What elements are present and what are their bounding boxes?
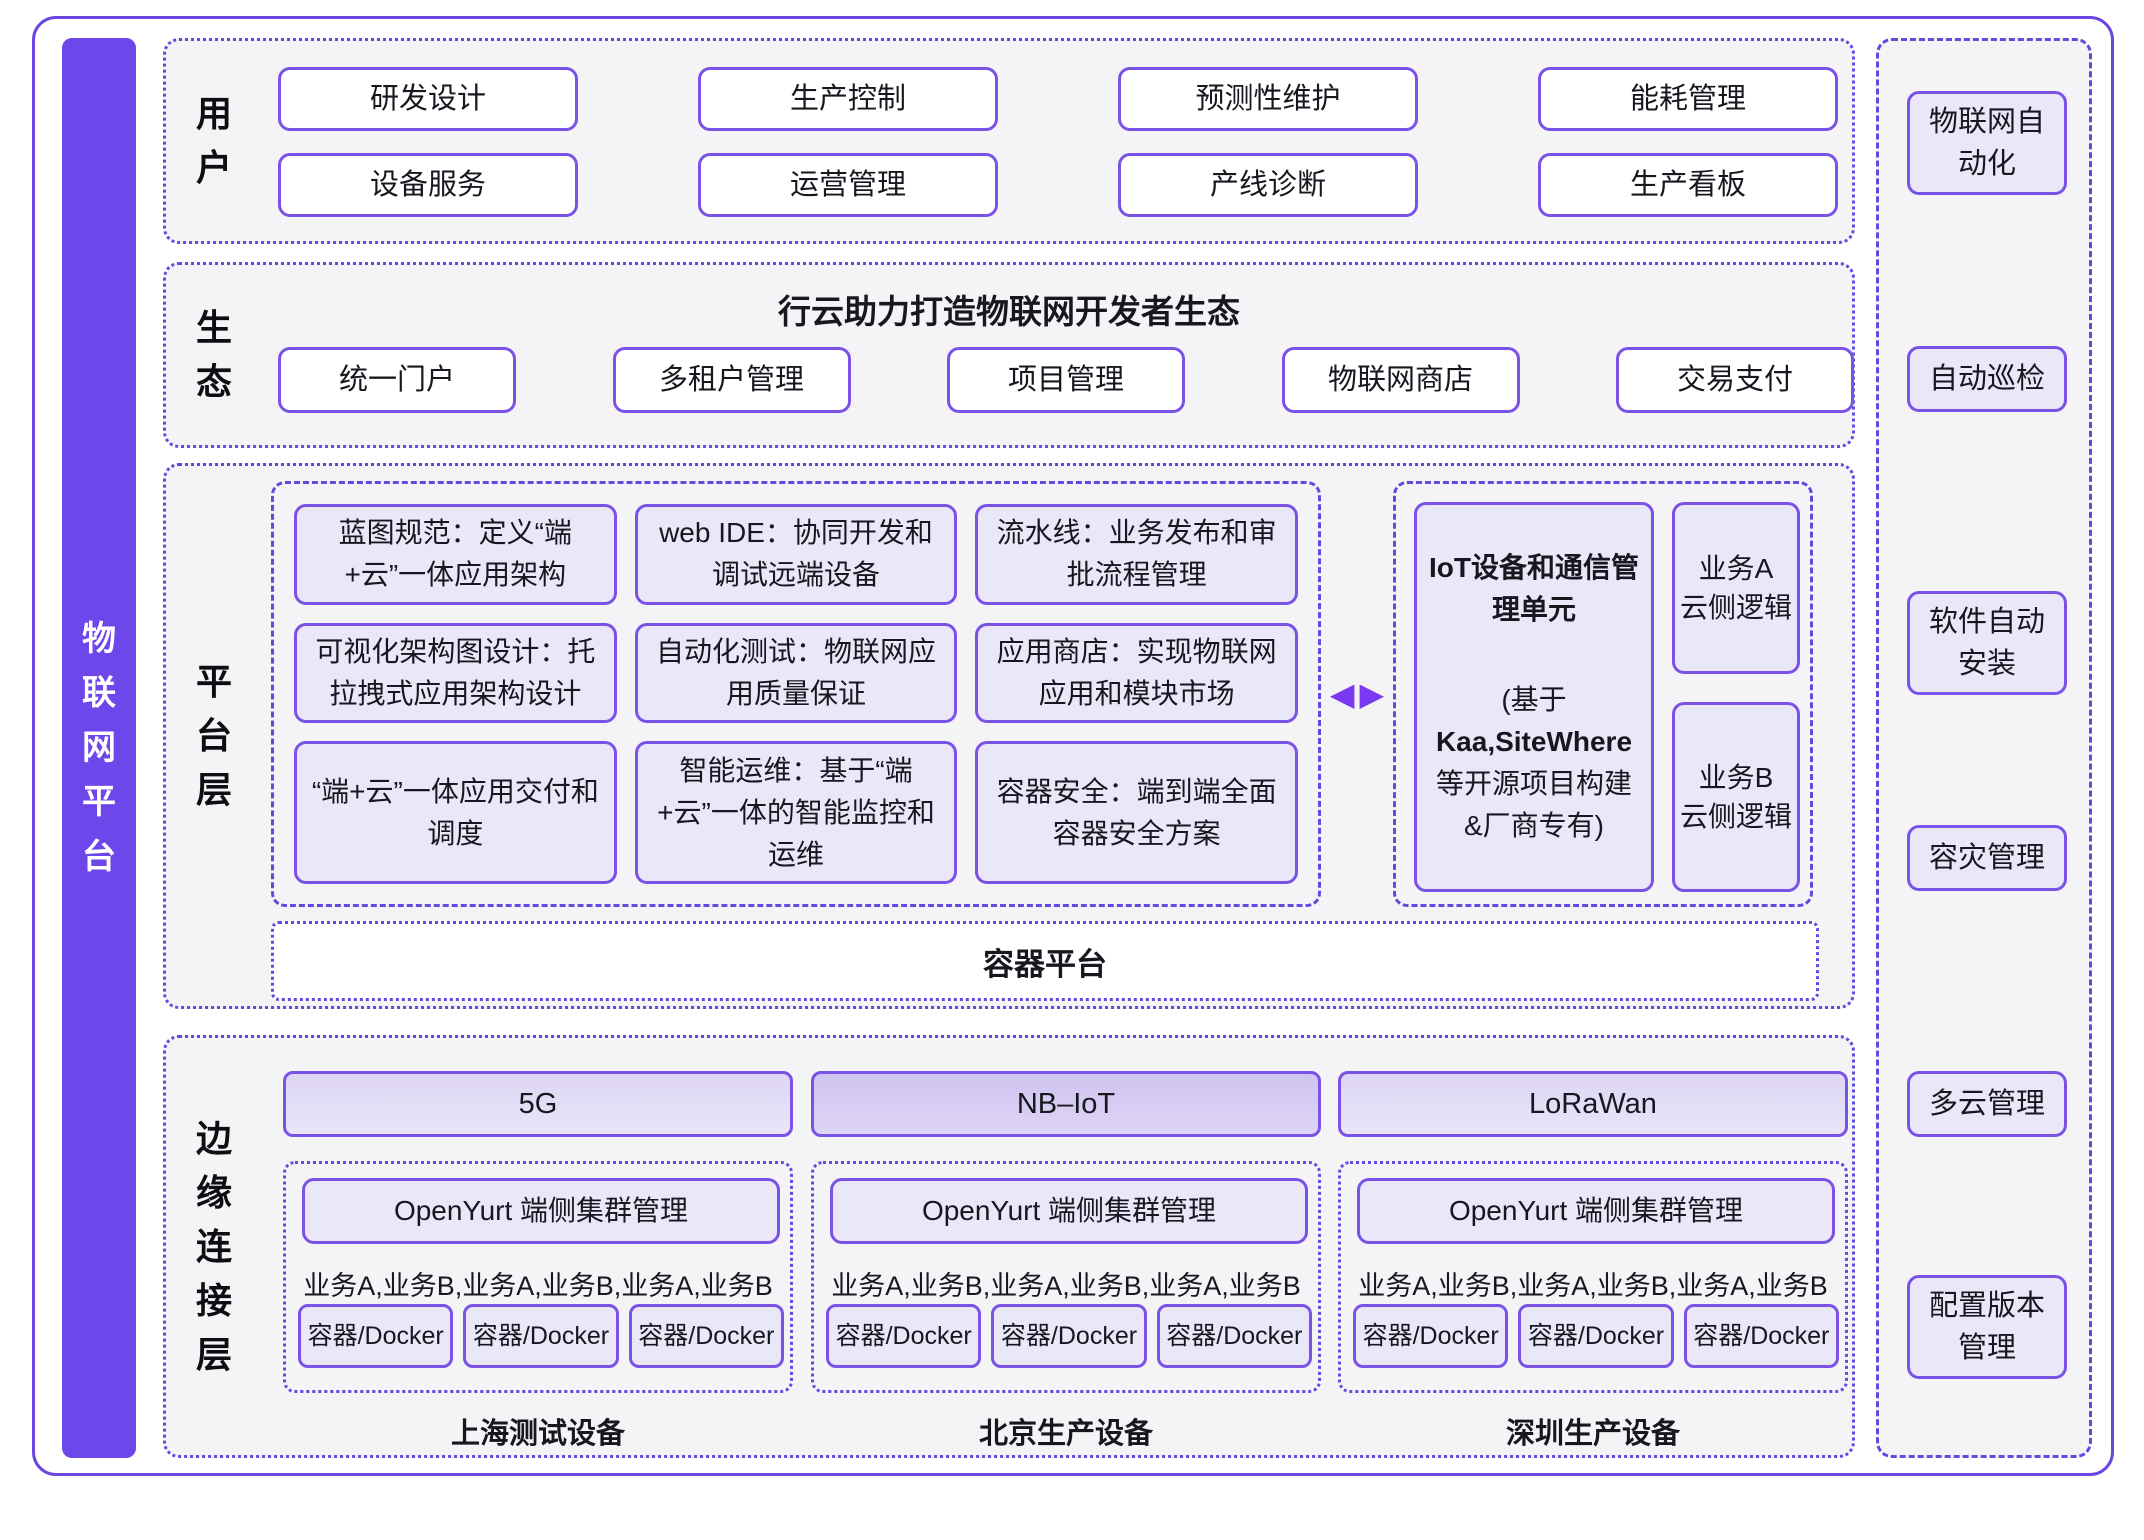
outer-frame [32, 16, 2114, 1476]
iot-unit-title: IoT设备和通信管理单元 [1429, 552, 1639, 625]
sidebar-item-auto-inspection: 自动巡检 [1907, 346, 2067, 412]
docker-box: 容器/Docker [1353, 1304, 1509, 1368]
docker-box: 容器/Docker [826, 1304, 982, 1368]
edge-column-nbiot: NB–IoT OpenYurt 端侧集群管理 业务A,业务B,业务A,业务B,业… [811, 1038, 1321, 1455]
pf-box-blueprint: 蓝图规范：定义“端+云”一体应用架构 [294, 504, 617, 605]
network-5g-box: 5G [283, 1071, 793, 1137]
eco-box-iot-store: 物联网商店 [1281, 347, 1520, 413]
network-lorawan-box: LoRaWan [1338, 1071, 1848, 1137]
device-label-shanghai: 上海测试设备 [450, 1418, 625, 1450]
platform-title-bar: 物联网平台 [62, 38, 136, 1458]
docker-box: 容器/Docker [1156, 1304, 1312, 1368]
user-boxes-grid: 研发设计 生产控制 预测性维护 能耗管理 设备服务 运营管理 产线诊断 生产看板 [278, 67, 1838, 217]
platform-layer-label-wrap: 平台层 [190, 466, 238, 1006]
user-section-label: 用户 [195, 93, 232, 188]
pf-box-delivery-scheduling: “端+云”一体应用交付和调度 [294, 741, 617, 884]
eco-box-unified-portal: 统一门户 [278, 347, 516, 413]
automation-sidebar: 物联网自动化 自动巡检 软件自动安装 容灾管理 多云管理 配置版本管理 [1876, 38, 2092, 1458]
user-box-device-service: 设备服务 [278, 153, 578, 217]
edge-section-label: 边缘连接层 [195, 1117, 232, 1375]
service-b-cloud-logic-box: 业务B 云侧逻辑 [1672, 702, 1800, 892]
sidebar-item-disaster-recovery: 容灾管理 [1907, 825, 2067, 891]
service-a-cloud-logic-box: 业务A 云侧逻辑 [1672, 502, 1800, 674]
ecosystem-section-label: 生态 [195, 307, 232, 402]
services-list: 业务A,业务B,业务A,业务B,业务A,业务B [1358, 1271, 1828, 1301]
pf-box-intelligent-ops: 智能运维：基于“端+云”一体的智能监控和运维 [634, 741, 958, 884]
platform-title-label: 物联网平台 [82, 620, 116, 876]
sidebar-item-config-version: 配置版本管理 [1907, 1275, 2067, 1379]
user-box-energy-management: 能耗管理 [1538, 67, 1838, 131]
sidebar-item-multi-cloud: 多云管理 [1907, 1071, 2067, 1137]
edge-column-5g: 5G OpenYurt 端侧集群管理 业务A,业务B,业务A,业务B,业务A,业… [283, 1038, 793, 1455]
ecosystem-title: 行云助力打造物联网开发者生态 [778, 293, 1240, 330]
platform-layer-label: 平台层 [195, 661, 232, 810]
docker-box: 容器/Docker [628, 1304, 784, 1368]
device-label-shenzhen: 深圳生产设备 [1505, 1418, 1680, 1450]
ecosystem-boxes-grid: 统一门户 多租户管理 项目管理 物联网商店 交易支付 [278, 347, 1854, 413]
docker-box: 容器/Docker [463, 1304, 619, 1368]
edge-section-label-wrap: 边缘连接层 [190, 1038, 238, 1455]
iot-management-group: IoT设备和通信管理单元 (基于 Kaa,SiteWhere 等开源项目构建 &… [1393, 481, 1813, 907]
edge-column-lorawan: LoRaWan OpenYurt 端侧集群管理 业务A,业务B,业务A,业务B,… [1338, 1038, 1848, 1455]
user-box-production-control: 生产控制 [698, 67, 998, 131]
pf-box-auto-test: 自动化测试：物联网应用质量保证 [634, 622, 958, 724]
iot-unit-note-line3: 等开源项目构建 [1435, 768, 1632, 799]
user-box-production-dashboard: 生产看板 [1538, 153, 1838, 217]
arrow-left-icon: ◀ [1329, 676, 1355, 712]
iot-unit-note-line4: &厂商专有) [1463, 810, 1604, 841]
openyurt-cluster-box: OpenYurt 端侧集群管理 [830, 1178, 1308, 1244]
sidebar-item-iot-automation: 物联网自动化 [1907, 91, 2067, 195]
pf-box-web-ide: web IDE：协同开发和调试远端设备 [634, 504, 958, 605]
docker-box: 容器/Docker [991, 1304, 1147, 1368]
bidirectional-arrows: ◀ ▶ [1321, 481, 1393, 907]
pf-box-app-store: 应用商店：实现物联网应用和模块市场 [975, 622, 1298, 724]
network-nbiot-box: NB–IoT [811, 1071, 1321, 1137]
pf-box-visual-architecture: 可视化架构图设计：托拉拽式应用架构设计 [294, 622, 617, 724]
docker-row: 容器/Docker 容器/Docker 容器/Docker [826, 1304, 1312, 1368]
docker-row: 容器/Docker 容器/Docker 容器/Docker [298, 1304, 784, 1368]
docker-box: 容器/Docker [1683, 1304, 1839, 1368]
iot-unit-note-line2: Kaa,SiteWhere [1435, 726, 1633, 757]
edge-cluster-group: OpenYurt 端侧集群管理 业务A,业务B,业务A,业务B,业务A,业务B … [811, 1161, 1321, 1393]
platform-layer-section: 平台层 蓝图规范：定义“端+云”一体应用架构 web IDE：协同开发和调试远端… [163, 463, 1855, 1009]
edge-cluster-group: OpenYurt 端侧集群管理 业务A,业务B,业务A,业务B,业务A,业务B … [283, 1161, 793, 1393]
user-box-line-diagnosis: 产线诊断 [1118, 153, 1418, 217]
openyurt-cluster-box: OpenYurt 端侧集群管理 [302, 1178, 780, 1244]
services-list: 业务A,业务B,业务A,业务B,业务A,业务B [303, 1271, 773, 1301]
ecosystem-section-label-wrap: 生态 [190, 265, 238, 445]
platform-capability-grid: 蓝图规范：定义“端+云”一体应用架构 web IDE：协同开发和调试远端设备 流… [271, 481, 1321, 907]
docker-box: 容器/Docker [298, 1304, 454, 1368]
user-box-rd-design: 研发设计 [278, 67, 578, 131]
services-list: 业务A,业务B,业务A,业务B,业务A,业务B [831, 1271, 1301, 1301]
user-section-label-wrap: 用户 [190, 41, 238, 241]
arrow-right-icon: ▶ [1359, 676, 1385, 712]
device-label-beijing: 北京生产设备 [978, 1418, 1153, 1450]
ecosystem-section: 生态 行云助力打造物联网开发者生态 统一门户 多租户管理 项目管理 物联网商店 … [163, 262, 1855, 448]
eco-box-trade-payment: 交易支付 [1616, 347, 1854, 413]
iot-unit-note-line1: (基于 [1501, 684, 1567, 715]
iot-unit-note: (基于 Kaa,SiteWhere 等开源项目构建 &厂商专有) [1436, 679, 1632, 847]
docker-row: 容器/Docker 容器/Docker 容器/Docker [1353, 1304, 1839, 1368]
user-box-operation-management: 运营管理 [698, 153, 998, 217]
edge-connection-section: 边缘连接层 5G OpenYurt 端侧集群管理 业务A,业务B,业务A,业务B… [163, 1035, 1855, 1458]
pf-box-container-security: 容器安全：端到端全面容器安全方案 [975, 741, 1298, 884]
eco-box-project-management: 项目管理 [947, 347, 1185, 413]
user-section: 用户 研发设计 生产控制 预测性维护 能耗管理 设备服务 运营管理 产线诊断 生… [163, 38, 1855, 244]
user-box-predictive-maintenance: 预测性维护 [1118, 67, 1418, 131]
container-platform-box: 容器平台 [271, 921, 1819, 1001]
iot-device-comm-unit-box: IoT设备和通信管理单元 (基于 Kaa,SiteWhere 等开源项目构建 &… [1414, 502, 1654, 892]
pf-box-pipeline: 流水线：业务发布和审批流程管理 [975, 504, 1298, 605]
sidebar-item-software-auto-install: 软件自动安装 [1907, 591, 2067, 695]
edge-cluster-group: OpenYurt 端侧集群管理 业务A,业务B,业务A,业务B,业务A,业务B … [1338, 1161, 1848, 1393]
openyurt-cluster-box: OpenYurt 端侧集群管理 [1357, 1178, 1835, 1244]
eco-box-multi-tenant: 多租户管理 [612, 347, 851, 413]
docker-box: 容器/Docker [1518, 1304, 1674, 1368]
